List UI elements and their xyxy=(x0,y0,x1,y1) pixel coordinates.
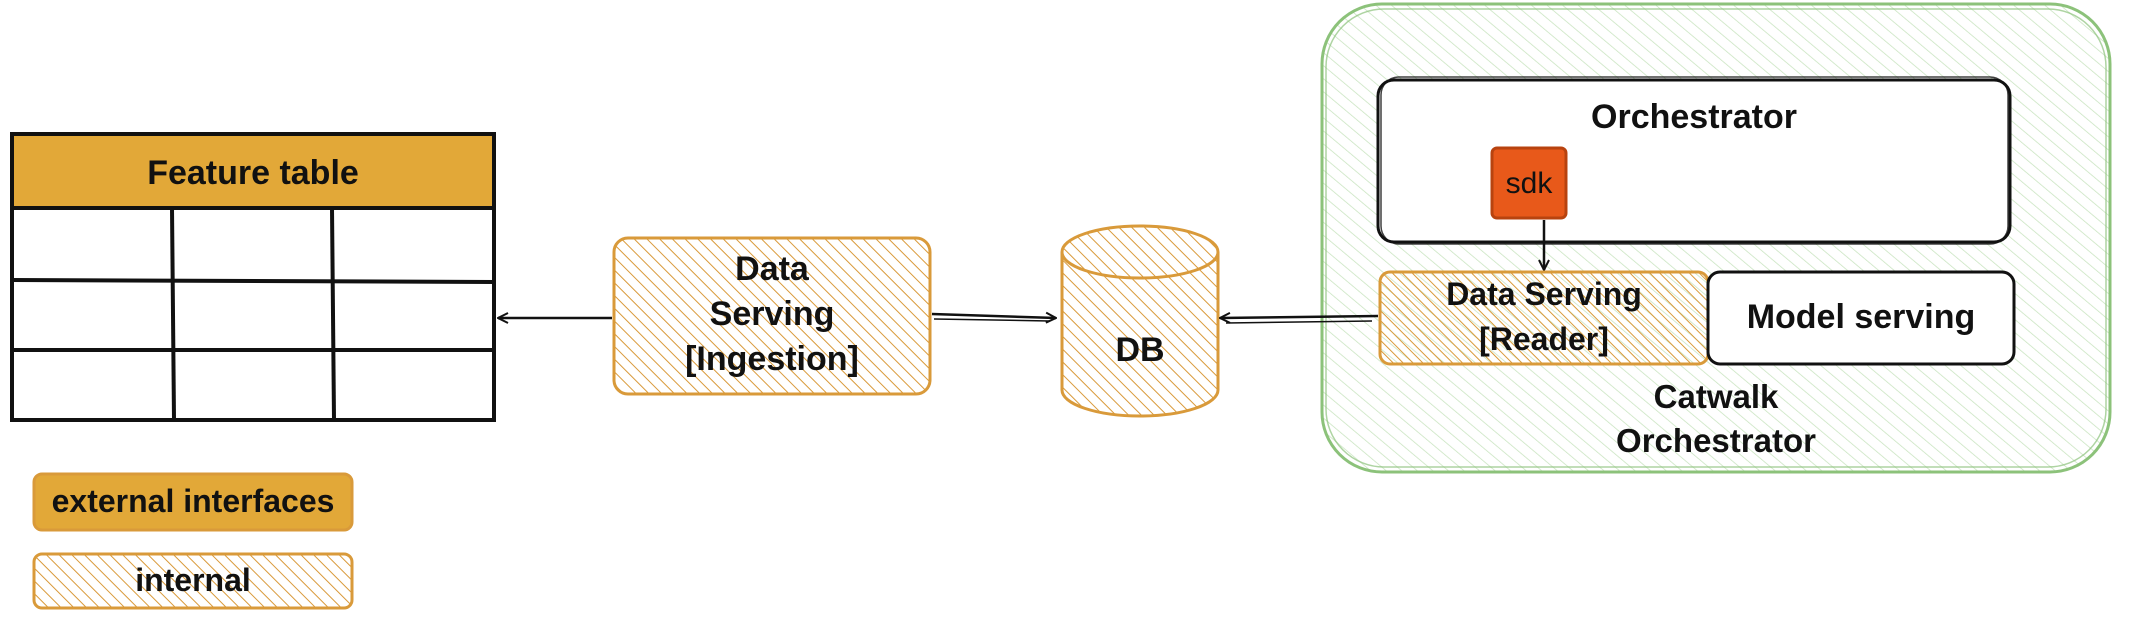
reader-label-line1: Data Serving xyxy=(1446,276,1642,312)
orchestrator-label: Orchestrator xyxy=(1591,98,1797,136)
feature-table: Feature table xyxy=(10,132,496,422)
ingestion-label-line1: Data xyxy=(735,250,810,288)
ingestion-label-line2: Serving xyxy=(710,295,835,333)
arrow-ingestion-to-db xyxy=(931,314,1056,321)
arrow-reader-to-db xyxy=(1220,316,1379,323)
legend-external-interfaces: external interfaces xyxy=(32,472,354,532)
model-serving-label: Model serving xyxy=(1747,298,1976,336)
legend-internal-label: internal xyxy=(135,562,251,598)
sdk-label: sdk xyxy=(1506,167,1554,200)
legend-internal: internal xyxy=(32,552,354,610)
ingestion-label-line3: [Ingestion] xyxy=(685,340,859,378)
feature-table-title: Feature table xyxy=(147,154,359,192)
model-serving-box: Model serving xyxy=(1706,270,2016,366)
group-label-line1: Catwalk xyxy=(1654,378,1779,415)
db-label: DB xyxy=(1115,331,1164,369)
orchestrator-box: Orchestrator xyxy=(1376,76,2012,245)
group-label-line2: Orchestrator xyxy=(1616,422,1816,459)
sdk-box: sdk xyxy=(1490,146,1568,220)
legend-external-label: external interfaces xyxy=(52,483,335,519)
reader-label-line2: [Reader] xyxy=(1479,321,1609,357)
db-cylinder: DB xyxy=(1060,224,1220,418)
data-serving-ingestion-box: Data Serving [Ingestion] xyxy=(612,236,932,396)
data-serving-reader-box: Data Serving [Reader] xyxy=(1378,270,1710,366)
